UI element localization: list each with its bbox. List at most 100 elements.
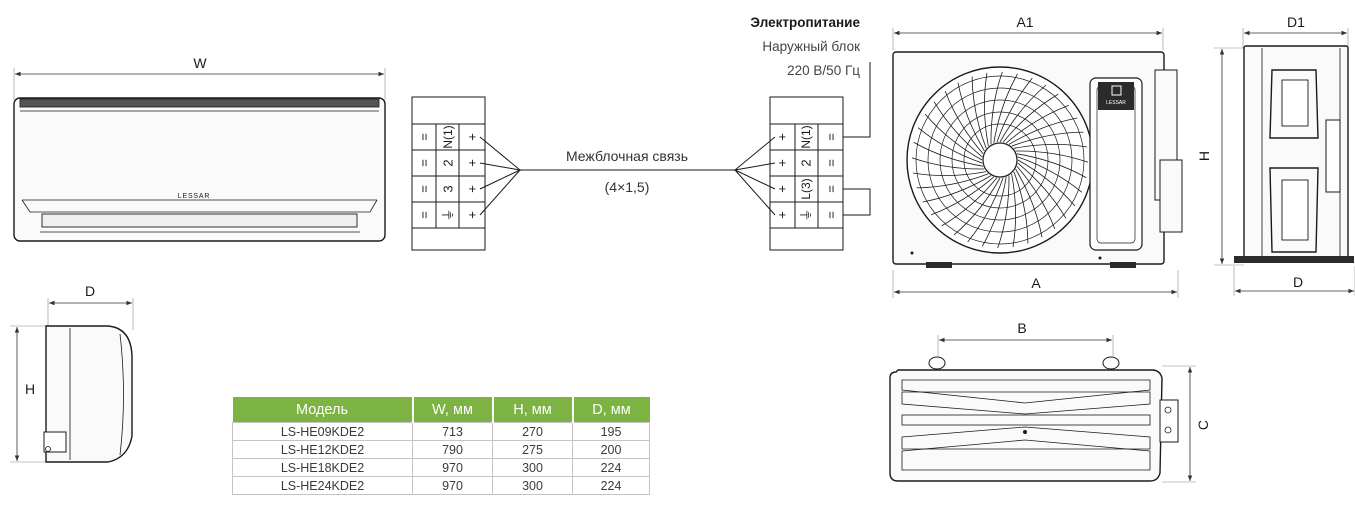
connection-label: Межблочная связь bbox=[566, 148, 688, 164]
cell-model: LS-HE12KDE2 bbox=[232, 440, 413, 459]
outdoor-terminal-ground: ⏚ bbox=[799, 208, 814, 221]
power-supply-label: Электропитание Наружный блок 220 В/50 Гц bbox=[750, 15, 860, 78]
fan-guard-spoke bbox=[953, 177, 1001, 236]
spec-table-header: Модель W, мм H, мм D, мм bbox=[232, 397, 650, 423]
fan-guard-spoke bbox=[967, 177, 1004, 243]
svg-text:=: = bbox=[417, 211, 432, 219]
cell-model: LS-HE24KDE2 bbox=[232, 476, 413, 495]
power-title: Электропитание bbox=[750, 15, 860, 30]
svg-text:=: = bbox=[417, 159, 432, 167]
indoor-brand-logo: LESSAR bbox=[178, 193, 210, 200]
svg-text:=: = bbox=[824, 211, 839, 219]
indoor-terminal-3: 3 bbox=[441, 185, 456, 192]
outdoor-b-label: B bbox=[1017, 320, 1026, 336]
outdoor-d1-label: D1 bbox=[1287, 14, 1305, 30]
indoor-height-label: H bbox=[25, 381, 35, 397]
fan-guard-spoke bbox=[1002, 93, 1059, 143]
svg-text:=: = bbox=[824, 159, 839, 167]
cell-height: 270 bbox=[492, 422, 573, 441]
fan-guard-spoke bbox=[1017, 159, 1076, 207]
svg-text:+: + bbox=[775, 133, 790, 141]
fan-guard-spoke bbox=[982, 176, 1007, 247]
fan-guard-spoke bbox=[971, 76, 987, 149]
svg-text:=: = bbox=[824, 185, 839, 193]
interconnect-cable: Межблочная связь (4×1,5) bbox=[520, 148, 735, 195]
indoor-terminal-2: 2 bbox=[441, 159, 456, 166]
cell-width: 970 bbox=[412, 458, 493, 477]
outdoor-a-label: A bbox=[1031, 275, 1041, 291]
outdoor-terminal-block: + + + + N(1) 2 L(3) ⏚ = = = = bbox=[733, 62, 871, 251]
table-row: LS-HE24KDE2 970 300 224 bbox=[232, 476, 650, 495]
outdoor-d-label: D bbox=[1293, 274, 1303, 290]
fan-guard-spoke bbox=[1017, 156, 1083, 193]
fan-guard-spoke bbox=[1016, 153, 1087, 178]
cell-model: LS-HE18KDE2 bbox=[232, 458, 413, 477]
header-model: Модель bbox=[232, 397, 414, 423]
header-height: H, мм bbox=[492, 397, 574, 423]
fan-guard-spoke bbox=[1016, 165, 1056, 230]
fan-guard-spoke bbox=[930, 176, 995, 216]
cell-height: 275 bbox=[492, 440, 573, 459]
cell-depth: 195 bbox=[572, 422, 650, 441]
outdoor-brand-logo: LESSAR bbox=[1106, 100, 1126, 106]
fan-guard-spoke bbox=[911, 157, 985, 170]
svg-text:=: = bbox=[417, 185, 432, 193]
fan-guard-spoke bbox=[997, 175, 1010, 249]
fan-guard-spoke bbox=[996, 77, 1033, 143]
fan-guard-spoke bbox=[1013, 171, 1029, 244]
cell-height: 300 bbox=[492, 476, 573, 495]
fan-guard-spoke bbox=[1015, 168, 1043, 238]
outdoor-terminal-2: 2 bbox=[799, 159, 814, 166]
outdoor-h-label: H bbox=[1196, 151, 1212, 161]
svg-text:+: + bbox=[465, 133, 480, 141]
fan-guard-spoke bbox=[922, 175, 992, 203]
fan-guard-spoke bbox=[912, 171, 987, 176]
cell-width: 790 bbox=[412, 440, 493, 459]
outdoor-a1-label: A1 bbox=[1016, 14, 1033, 30]
fan-guard-spoke bbox=[933, 101, 983, 158]
fan-guard-spoke bbox=[999, 84, 1047, 143]
header-width: W, мм bbox=[412, 397, 494, 423]
cell-depth: 224 bbox=[572, 458, 650, 477]
svg-text:+: + bbox=[465, 159, 480, 167]
indoor-unit-front: W LESSAR bbox=[13, 55, 386, 242]
fan-guard-spoke bbox=[917, 127, 983, 164]
indoor-width-label: W bbox=[193, 55, 207, 71]
fan-guard-spoke bbox=[1008, 117, 1078, 145]
power-unit: Наружный блок bbox=[762, 39, 860, 54]
outdoor-terminal-3: L(3) bbox=[799, 178, 813, 199]
svg-text:+: + bbox=[775, 211, 790, 219]
cell-width: 970 bbox=[412, 476, 493, 495]
fan-guard-spoke bbox=[916, 173, 989, 189]
table-row: LS-HE12KDE2 790 275 200 bbox=[232, 440, 650, 459]
fan-guard-spoke bbox=[1017, 162, 1067, 219]
fan-guard-spoke bbox=[957, 82, 985, 152]
svg-text:=: = bbox=[417, 133, 432, 141]
indoor-terminal-1: N(1) bbox=[441, 125, 455, 148]
cell-height: 300 bbox=[492, 458, 573, 477]
fan-guard-spoke bbox=[944, 90, 984, 155]
fan-guard-spoke bbox=[924, 113, 983, 161]
fan-guard-spoke bbox=[1011, 173, 1016, 248]
indoor-depth-label: D bbox=[85, 283, 95, 299]
fan-guard-spoke bbox=[984, 72, 989, 147]
indoor-unit-side: D H bbox=[10, 283, 134, 463]
svg-text:+: + bbox=[775, 185, 790, 193]
fan-guard-spoke bbox=[1005, 104, 1070, 144]
cell-model: LS-HE09KDE2 bbox=[232, 422, 413, 441]
fan-guard-spoke bbox=[1015, 150, 1089, 163]
fan-guard-spoke bbox=[993, 73, 1018, 144]
outdoor-c-label: C bbox=[1195, 420, 1211, 430]
connection-spec: (4×1,5) bbox=[605, 179, 650, 195]
fan-guard-spoke bbox=[913, 142, 984, 167]
cell-depth: 224 bbox=[572, 476, 650, 495]
indoor-terminal-ground: ⏚ bbox=[441, 208, 456, 221]
outdoor-unit-top: B C bbox=[889, 320, 1211, 483]
outdoor-unit-side: D1 H D bbox=[1196, 14, 1355, 296]
outdoor-unit-front: A1 LESSAR A bbox=[892, 14, 1183, 298]
svg-text:+: + bbox=[465, 211, 480, 219]
indoor-terminal-block: = = = = N(1) 2 3 ⏚ + + + + bbox=[411, 96, 522, 251]
fan-guard-spoke bbox=[1013, 144, 1088, 149]
